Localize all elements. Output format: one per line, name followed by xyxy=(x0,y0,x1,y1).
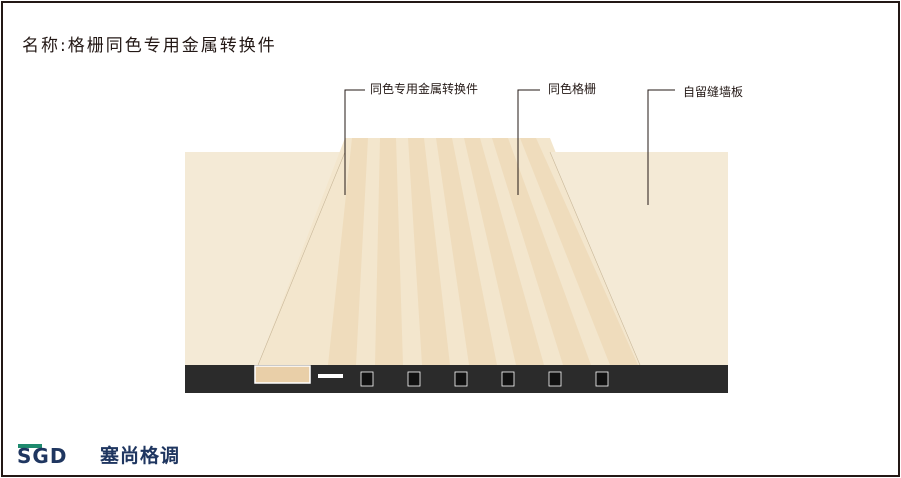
svg-text:SGD: SGD xyxy=(17,444,67,468)
callout-wallboard: 自留缝墙板 xyxy=(683,85,744,99)
grille-slot xyxy=(501,371,515,387)
brand-logo: SGD xyxy=(17,444,67,468)
grille-rib xyxy=(436,138,497,365)
product-title: 名称:格栅同色专用金属转换件 xyxy=(22,36,277,56)
callout-line-wallboard xyxy=(647,89,675,205)
brand-name: 塞尚格调 xyxy=(100,445,181,467)
grille-rib xyxy=(464,138,544,365)
grille-slot xyxy=(407,371,421,387)
grille-rib xyxy=(520,138,638,365)
grille-rib xyxy=(328,138,368,365)
callout-grille: 同色格栅 xyxy=(548,82,597,96)
left-wallboard xyxy=(185,152,345,365)
callout-line-grille xyxy=(517,89,540,195)
callout-line-converter xyxy=(344,89,365,195)
grille-slot xyxy=(548,371,562,387)
grille-rib xyxy=(492,138,591,365)
grille-slot xyxy=(454,371,468,387)
grille-slot xyxy=(595,371,609,387)
grille-rib xyxy=(375,138,403,365)
callout-converter: 同色专用金属转换件 xyxy=(370,82,479,96)
right-wallboard xyxy=(550,152,728,365)
grille-slot xyxy=(360,371,374,387)
grille-rib xyxy=(408,138,450,365)
